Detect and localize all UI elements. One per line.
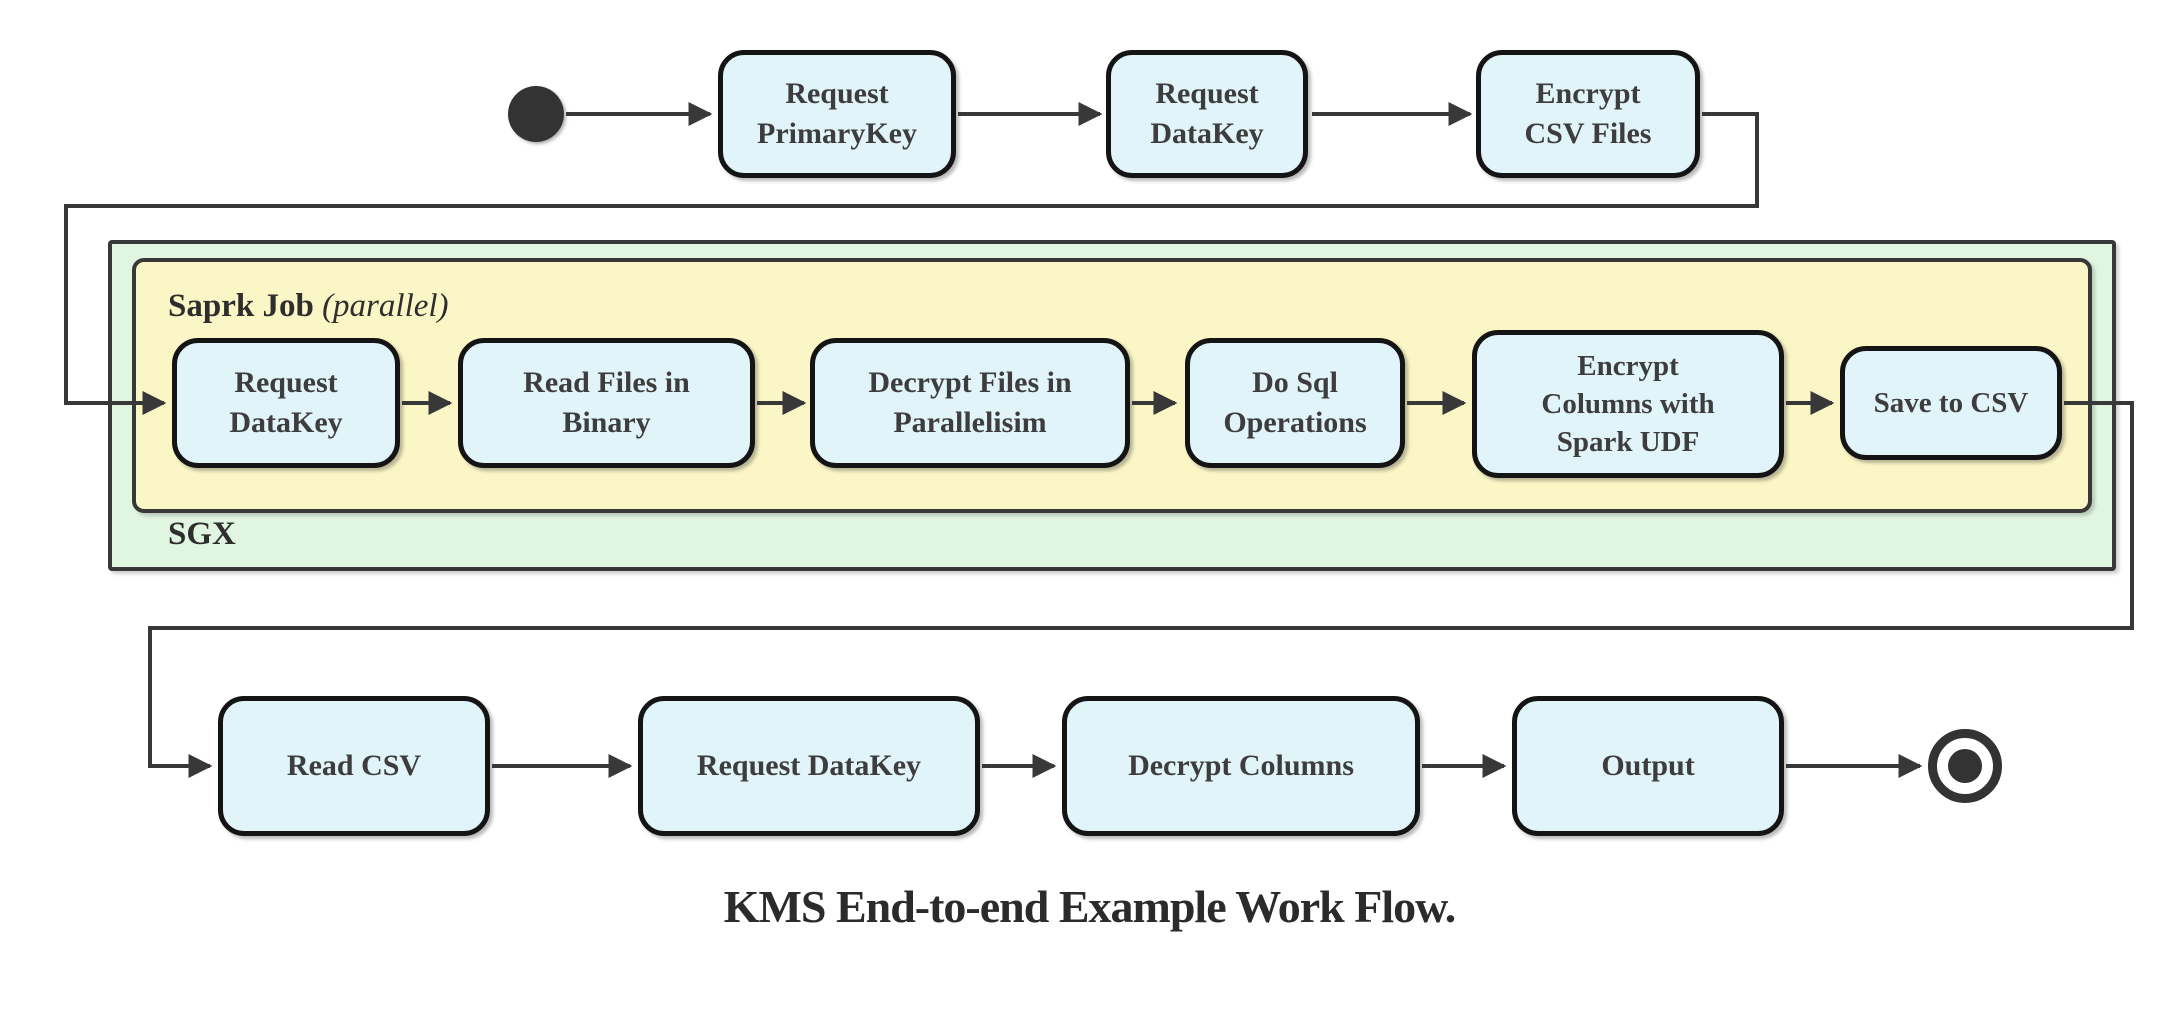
- spark-job-label-name: Saprk Job: [168, 288, 314, 324]
- activity-node-request-datakey-top: Request DataKey: [1106, 50, 1308, 178]
- activity-node-read-files-binary: Read Files in Binary: [458, 338, 755, 468]
- activity-node-request-primarykey: Request PrimaryKey: [718, 50, 956, 178]
- activity-node-save-to-csv: Save to CSV: [1840, 346, 2062, 460]
- activity-node-read-csv: Read CSV: [218, 696, 490, 836]
- activity-node-decrypt-files-parallelism: Decrypt Files in Parallelisim: [810, 338, 1130, 468]
- activity-node-encrypt-columns-spark-udf: Encrypt Columns with Spark UDF: [1472, 330, 1784, 478]
- spark-job-label: Saprk Job (parallel): [168, 288, 449, 324]
- sgx-label: SGX: [168, 516, 236, 552]
- activity-node-request-datakey-bottom: Request DataKey: [638, 696, 980, 836]
- start-state-icon: [508, 86, 564, 142]
- end-state-inner-dot: [1948, 749, 1982, 783]
- activity-node-do-sql-operations: Do Sql Operations: [1185, 338, 1405, 468]
- activity-node-request-datakey-spark: Request DataKey: [172, 338, 400, 468]
- activity-node-output: Output: [1512, 696, 1784, 836]
- end-state-icon: [1928, 729, 2002, 803]
- spark-job-parallel-qualifier: (parallel): [322, 288, 449, 324]
- activity-node-encrypt-csv-files: Encrypt CSV Files: [1476, 50, 1700, 178]
- diagram-caption: KMS End-to-end Example Work Flow.: [723, 881, 1457, 932]
- activity-node-decrypt-columns: Decrypt Columns: [1062, 696, 1420, 836]
